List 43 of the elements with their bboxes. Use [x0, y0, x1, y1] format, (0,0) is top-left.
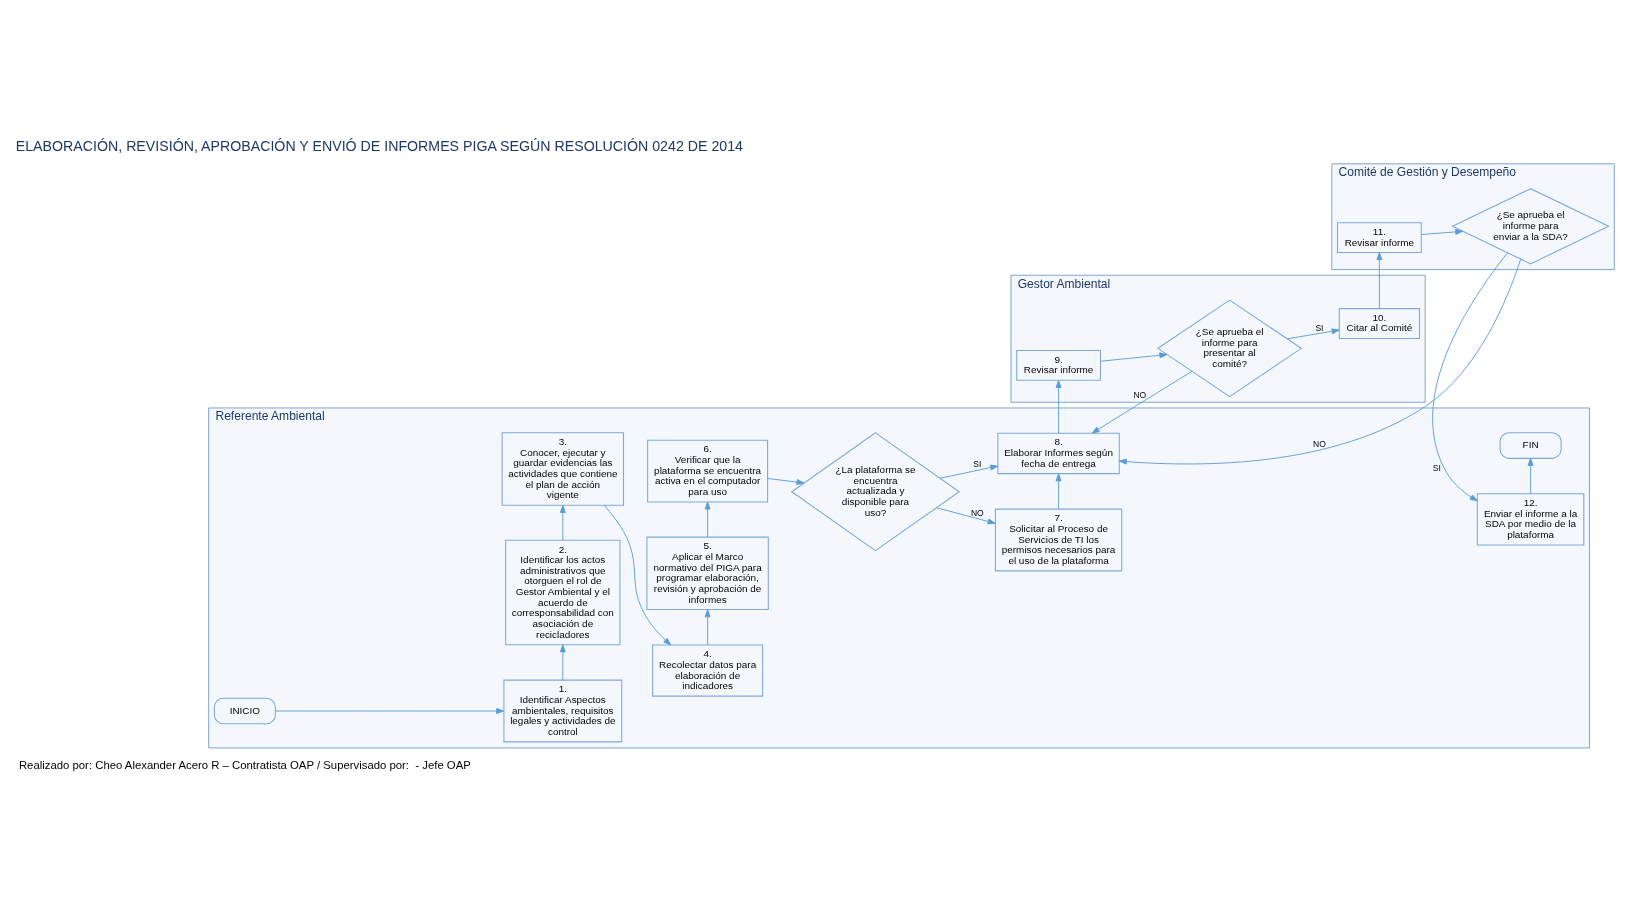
arrow — [559, 504, 566, 541]
edge-label: NO — [1133, 389, 1147, 400]
edge-label: NO — [970, 507, 984, 518]
arrow — [704, 501, 711, 537]
node-box: 7. Solicitar al Proceso de Servicios de TI los permisos necesarios para el uso de la plataforma — [994, 508, 1123, 571]
node-box: 10. Citar al Comité — [1338, 307, 1421, 339]
edge-label: NO — [1313, 438, 1326, 449]
arrow — [704, 608, 711, 645]
node-box: 2. Identificar los actos administrativos que otorguen el rol de Gestor Ambiental y el acuerdo de corresponsabilidad con asociación de recicladores — [505, 539, 621, 645]
node-diamond: ¿Se aprueba el informe para enviar a la SDA? — [1451, 187, 1610, 264]
node-box: 8. Elaborar Informes según fecha de entrega — [997, 432, 1120, 474]
arrow — [1527, 457, 1534, 494]
node-diamond: ¿La plataforma se encuentra actualizada y disponible para uso? — [790, 431, 961, 551]
diagram-title: ELABORACIÓN, REVISIÓN, APROBACIÓN Y ENVIÓ DE INFORMES PIGA SEGÚN RESOLUCIÓN 0242 DE 2014 — [15, 137, 743, 154]
edge-label: SI — [1432, 461, 1441, 472]
label: Realizado por: Cheo Alexander Acero R – Contratista OAP / Supervisado por: - Jefe OAP — [18, 758, 471, 771]
node-box: 12. Enviar el informe a la SDA por medio de la plataforma — [1476, 492, 1585, 545]
arrow — [767, 477, 805, 485]
arrow — [936, 506, 996, 524]
arrow — [1432, 252, 1508, 501]
arrow — [1376, 251, 1383, 309]
arrow — [1055, 379, 1062, 434]
arrow — [1420, 228, 1464, 235]
node-box: 11. Revisar informe — [1337, 221, 1422, 253]
edge-label: SI — [1315, 322, 1324, 333]
arrow — [1091, 370, 1193, 434]
node-box: FIN — [1499, 431, 1562, 459]
arrow — [939, 464, 999, 479]
edge-label: SI — [973, 458, 982, 469]
arrow — [559, 643, 566, 680]
arrow — [1055, 472, 1062, 509]
arrow — [275, 707, 505, 714]
arrow — [1118, 258, 1522, 465]
node-box: 6. Verificar que la plataforma se encuentra activa en el computador para uso — [647, 439, 769, 503]
node-box: 9. Revisar informe — [1016, 349, 1101, 381]
node-box: 3. Conocer, ejecutar y guardar evidencias las actividades que contiene el plan de acción vigente — [501, 431, 625, 506]
arrow — [1100, 351, 1168, 362]
arrow — [1286, 327, 1340, 339]
arrow — [603, 504, 672, 645]
node-box: 4. Recolectar datos para elaboración de indicadores — [652, 644, 764, 697]
node-box: INICIO — [213, 697, 276, 724]
node-box: 1. Identificar Aspectos ambientales, requisitos legales y actividades de control — [503, 679, 623, 742]
node-box: 5. Aplicar el Marco normativo del PIGA para programar elaboración, revisión y aprobación de informes — [646, 536, 769, 610]
